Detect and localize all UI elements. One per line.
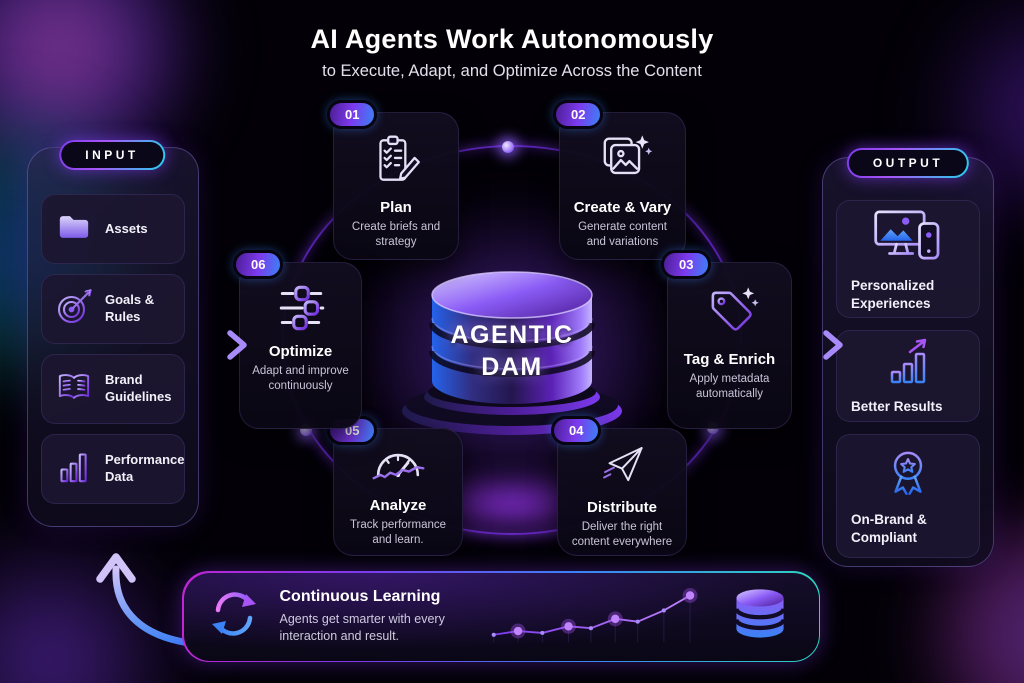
input-item-goals-rules: Goals & Rules: [41, 274, 185, 344]
output-item-label: Personalized Experiences: [851, 277, 935, 311]
step-number-badge: 06: [233, 250, 284, 279]
output-item-on-brand-compliant: On-Brand & Compliant: [836, 434, 980, 558]
output-item-better-results: Better Results: [836, 330, 980, 422]
step-description: Create briefs and strategy: [351, 221, 441, 249]
devices-icon: [871, 205, 945, 270]
step-title: Optimize: [268, 343, 333, 360]
step-title: Distribute: [586, 499, 657, 516]
input-to-optimize-arrow: [193, 330, 247, 360]
step-description: Generate content and variations: [578, 221, 667, 249]
step-title: Create & Vary: [573, 199, 672, 216]
input-item-assets: Assets: [41, 194, 185, 264]
paper-plane-icon: [597, 441, 647, 494]
dam-title: AGENTIC DAM: [398, 319, 626, 383]
step-card-optimize: 06 Optimize Adapt and improve continuous…: [233, 250, 362, 429]
award-badge-icon: [879, 445, 937, 504]
output-badge: OUTPUT: [846, 148, 970, 178]
step-card-distribute: 04 Distribute Deliver the right content …: [551, 416, 687, 556]
step-card-create-vary: 02 Create & Vary Generate content and va…: [553, 100, 686, 260]
page-subtitle: to Execute, Adapt, and Optimize Across t…: [322, 62, 702, 80]
learning-trend-chart: [491, 587, 698, 642]
step-number-badge: 01: [327, 100, 378, 129]
page-title: AI Agents Work Autonomously: [310, 24, 714, 54]
sliders-icon: [272, 283, 330, 338]
continuous-learning-text: Continuous Learning Agents get smarter w…: [280, 588, 472, 645]
open-book-icon: [54, 367, 94, 412]
step-number-badge: 04: [551, 416, 602, 445]
step-card-analyze: 05 Analyze Track performance and learn.: [327, 416, 463, 556]
continuous-learning-bar: Continuous Learning Agents get smarter w…: [182, 571, 820, 662]
image-stack-sparkle-icon: [593, 129, 653, 194]
growth-chart-icon: [879, 336, 937, 391]
step-description: Apply metadata automatically: [689, 373, 770, 401]
gauge-icon: [367, 443, 429, 492]
tag-to-output-arrow: [789, 330, 843, 360]
output-badge-label: OUTPUT: [848, 150, 968, 176]
step-number-badge: 02: [553, 100, 604, 129]
tag-sparkle-icon: [700, 281, 760, 346]
database-icon: [723, 584, 797, 649]
clipboard-checklist-icon: [367, 131, 425, 194]
orbit-dot: [502, 141, 514, 153]
agentic-dam: AGENTIC DAM: [398, 245, 626, 443]
step-description: Track performance and learn.: [349, 519, 447, 547]
step-title: Analyze: [369, 497, 427, 514]
continuous-learning-title: Continuous Learning: [279, 588, 441, 606]
step-number-badge: 03: [661, 250, 712, 279]
dam-title-line1: AGENTIC: [450, 321, 574, 349]
bar-chart-icon: [54, 447, 94, 492]
input-badge-label: INPUT: [61, 142, 163, 168]
output-panel: Personalized Experiences Better Results: [822, 157, 994, 567]
refresh-cycle-icon: [206, 586, 262, 647]
input-item-label: Brand Guidelines: [105, 372, 172, 404]
continuous-learning-description: Agents get smarter with every interactio…: [279, 612, 445, 643]
output-item-label: Better Results: [851, 398, 943, 414]
step-title: Tag & Enrich: [683, 351, 776, 368]
input-item-label: Performance Data: [105, 452, 185, 484]
step-description: Deliver the right content everywhere: [571, 521, 673, 549]
input-badge: INPUT: [59, 140, 165, 170]
header: AI Agents Work Autonomously to Execute, …: [0, 24, 1024, 81]
input-item-label: Goals & Rules: [105, 292, 155, 324]
dam-title-line2: DAM: [481, 353, 543, 381]
output-item-personalized-experiences: Personalized Experiences: [836, 200, 980, 318]
input-item-brand-guidelines: Brand Guidelines: [41, 354, 185, 424]
step-title: Plan: [380, 199, 412, 216]
input-item-label: Assets: [105, 220, 148, 236]
step-description: Adapt and improve continuously: [252, 365, 349, 393]
step-card-plan: 01 Plan Create briefs and strategy: [327, 100, 459, 260]
folder-icon: [54, 207, 94, 252]
target-icon: [54, 287, 94, 332]
output-item-label: On-Brand & Compliant: [851, 511, 927, 545]
input-panel: Assets Goals & Rules: [27, 147, 199, 527]
input-item-performance-data: Performance Data: [41, 434, 185, 504]
step-card-tag-enrich: 03 Tag & Enrich Apply metadata automatic…: [661, 250, 792, 429]
